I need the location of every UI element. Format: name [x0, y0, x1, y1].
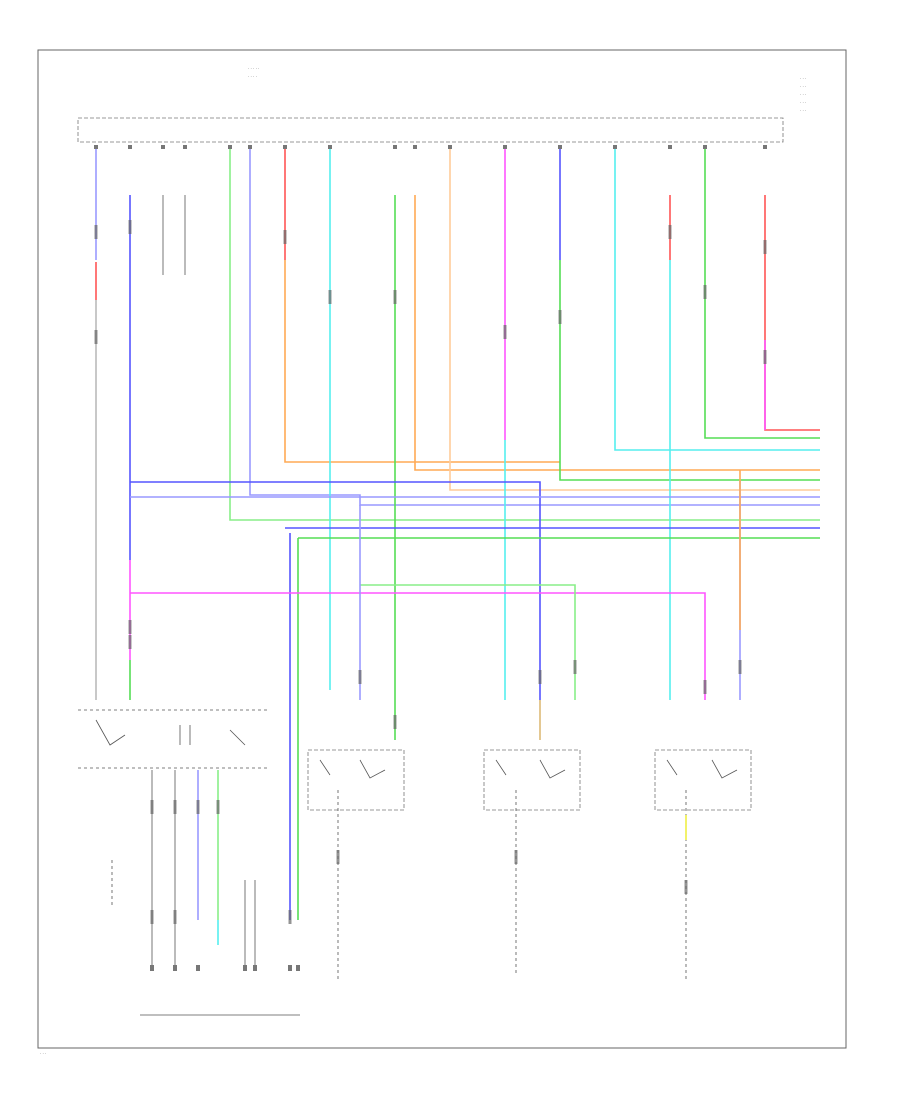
- ground-pin: [243, 965, 247, 971]
- wire-label-mark: [128, 620, 132, 634]
- wire-label-mark: [283, 230, 287, 244]
- module-pin: [128, 145, 132, 149]
- wire-label-mark: [538, 670, 542, 684]
- module-pin: [703, 145, 707, 149]
- wire-label-mark: [128, 635, 132, 649]
- wire-red-4: [764, 195, 820, 431]
- diagram-frame: [37, 49, 847, 1049]
- wire-labels: [94, 220, 767, 924]
- wire-harness: [95, 148, 820, 920]
- lower-connector-wires: [111, 770, 300, 1016]
- module-label-side-2: · · ·: [800, 84, 806, 89]
- wire-label-mark: [393, 290, 397, 304]
- module-pin: [668, 145, 672, 149]
- ground-pin: [288, 965, 292, 971]
- module-label-top-2: · · · ·: [248, 74, 257, 79]
- diagram-id: · · ·: [40, 1051, 46, 1056]
- switch-module-2: [483, 749, 581, 975]
- module-label-top: · · · · ·: [248, 66, 259, 71]
- wire-orange-1: [284, 260, 560, 463]
- module-label-side-4: · · ·: [800, 100, 806, 105]
- module-pin: [228, 145, 232, 149]
- wire-label-mark: [703, 680, 707, 694]
- wire-label-mark: [196, 800, 200, 814]
- control-module: · · · · · · · · · · · · · · · · · · · · …: [77, 66, 806, 143]
- wire-label-mark: [684, 880, 688, 894]
- module-pin: [94, 145, 98, 149]
- module-pin: [763, 145, 767, 149]
- connector-pins: [94, 145, 767, 971]
- control-module-box: [77, 117, 784, 143]
- wire-green-3: [559, 260, 820, 481]
- wire-label-mark: [763, 240, 767, 254]
- switch-1-contact: [319, 759, 386, 779]
- wire-cyan-3: [614, 148, 820, 451]
- module-pin: [248, 145, 252, 149]
- wire-label-mark: [150, 800, 154, 814]
- switch-3-box: [654, 749, 752, 811]
- wire-label-mark: [393, 715, 397, 729]
- module-pin: [183, 145, 187, 149]
- wire-label-mark: [573, 660, 577, 674]
- wire-pink-bus-1: [130, 592, 706, 700]
- wire-label-mark: [328, 290, 332, 304]
- module-label-side-5: · · ·: [800, 108, 806, 113]
- wire-label-mark: [703, 285, 707, 299]
- wire-label-mark: [358, 670, 362, 684]
- wire-label-mark: [173, 910, 177, 924]
- ground-pin: [253, 965, 257, 971]
- wire-light-green-1: [229, 148, 820, 521]
- wire-label-mark: [738, 660, 742, 674]
- ground-pin: [296, 965, 300, 971]
- ground-pin: [196, 965, 200, 971]
- wire-label-mark: [173, 800, 177, 814]
- module-pin: [613, 145, 617, 149]
- wire-label-mark: [128, 220, 132, 234]
- switch-2-contact: [495, 759, 566, 779]
- switch-module-3: [654, 749, 752, 980]
- relay-contact-1: [95, 719, 126, 746]
- wire-label-mark: [94, 225, 98, 239]
- relay-block: [78, 709, 270, 769]
- module-pin: [503, 145, 507, 149]
- wire-violet-2: [249, 148, 820, 506]
- switch-module-1: [307, 749, 405, 980]
- switch-2-box: [483, 749, 581, 811]
- wire-label-mark: [288, 910, 292, 924]
- module-pin: [413, 145, 417, 149]
- wire-label-mark: [94, 330, 98, 344]
- switch-3-contact: [666, 759, 738, 779]
- module-pin: [393, 145, 397, 149]
- switch-1-box: [307, 749, 405, 811]
- wire-label-mark: [336, 850, 340, 864]
- wire-label-mark: [514, 850, 518, 864]
- wire-label-mark: [558, 310, 562, 324]
- wire-label-mark: [503, 325, 507, 339]
- wire-green-4: [704, 148, 820, 439]
- wire-orange-2: [414, 195, 820, 471]
- wire-label-mark: [668, 225, 672, 239]
- wire-blue-bus-1: [130, 481, 541, 700]
- wire-label-mark: [150, 910, 154, 924]
- module-label-side-3: · · ·: [800, 92, 806, 97]
- wire-green-lite-bus: [360, 584, 576, 700]
- module-label-side: · · ·: [800, 76, 806, 81]
- module-pin: [283, 145, 287, 149]
- module-pin: [558, 145, 562, 149]
- ground-pin: [150, 965, 154, 971]
- relay-contact-2: [179, 725, 246, 746]
- module-pin: [161, 145, 165, 149]
- module-pin: [328, 145, 332, 149]
- ground-pin: [173, 965, 177, 971]
- wire-label-mark: [216, 800, 220, 814]
- module-pin: [448, 145, 452, 149]
- wire-label-mark: [763, 350, 767, 364]
- wire-tan-1: [449, 148, 820, 491]
